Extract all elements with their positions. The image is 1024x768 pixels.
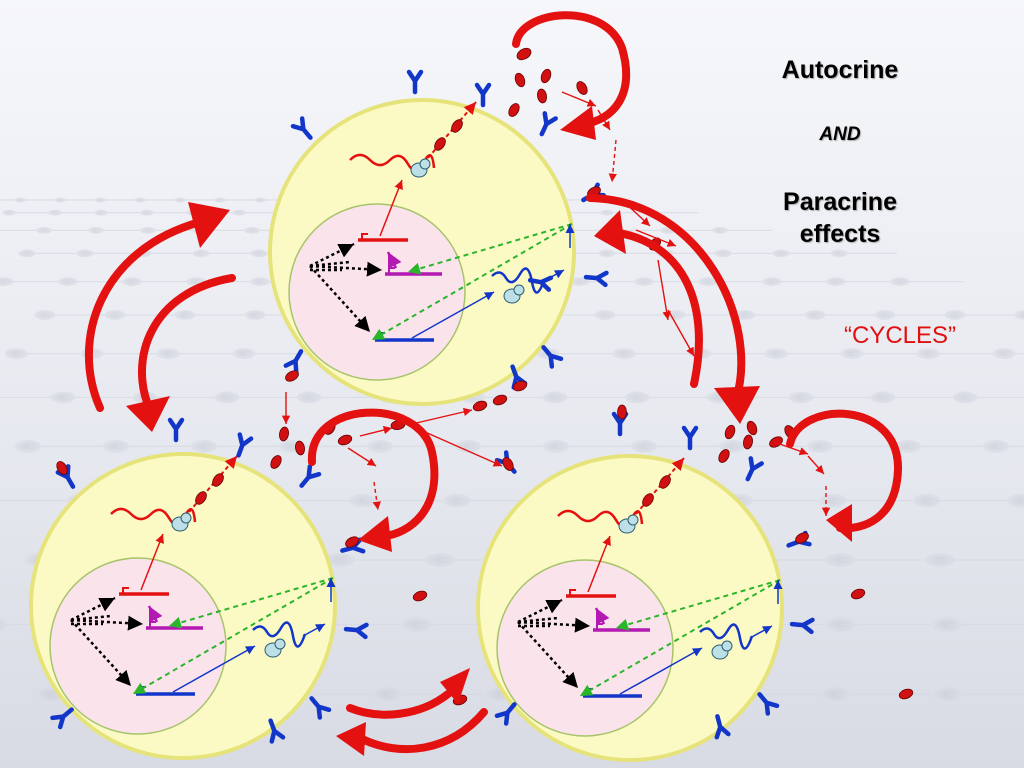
title-and: AND [819,124,861,145]
ligand-icon [617,404,627,420]
title-autocrine: Autocrine [781,56,899,84]
ligand-icon [345,536,359,548]
curved-red-arrow-icon [608,228,703,388]
title-effects: effects [799,220,881,248]
title-paracrine: Paracrine [783,188,897,216]
cycles-label: “CYCLES” [843,322,957,349]
ligand-icon [576,81,588,95]
ligand-icon [502,457,514,471]
ligand-icon [270,455,282,469]
cycle-arrows [84,11,903,756]
ligand-icon [850,588,866,600]
ligand-icon [795,532,809,544]
curved-red-arrow-icon [512,11,631,128]
curved-red-arrow-icon [138,274,236,414]
curved-red-arrow-icon [356,708,488,754]
grid-dot [18,249,36,258]
ligand-icon [746,420,758,436]
thin-red-arrows [281,91,831,516]
ligand-icon [718,449,730,463]
ligand-icon [337,434,353,446]
ligand-icon [295,440,305,456]
cell-bottom-left [31,454,335,758]
ligand-icon [537,88,547,104]
ligand-icon [516,47,532,61]
curved-red-arrow-icon [786,409,903,533]
ligand-icon [508,103,520,117]
title-paracrine-effects: Paracrine effects [745,186,935,250]
ligand-icon [412,590,428,602]
curved-red-arrow-icon [84,218,204,412]
grid-dot [1014,310,1024,320]
ligand-icon [724,424,736,440]
ligand-icon [743,434,753,450]
ligand-icon [540,68,552,84]
ligand-icon [472,400,488,412]
ligand-icon [898,688,914,700]
ligand-icon [285,370,299,382]
ligand-icon [56,461,68,475]
curved-red-arrow-icon [586,194,746,404]
curved-red-arrow-icon [307,408,439,540]
grid-dot [1006,493,1024,508]
ligand-icon [512,380,528,392]
ligand-icon [492,394,508,406]
ligand-icon [279,426,289,442]
ligand-icon [514,72,526,88]
curved-red-arrow-icon [346,690,452,719]
cell-top [270,100,574,404]
cell-bottom-right [478,456,782,760]
